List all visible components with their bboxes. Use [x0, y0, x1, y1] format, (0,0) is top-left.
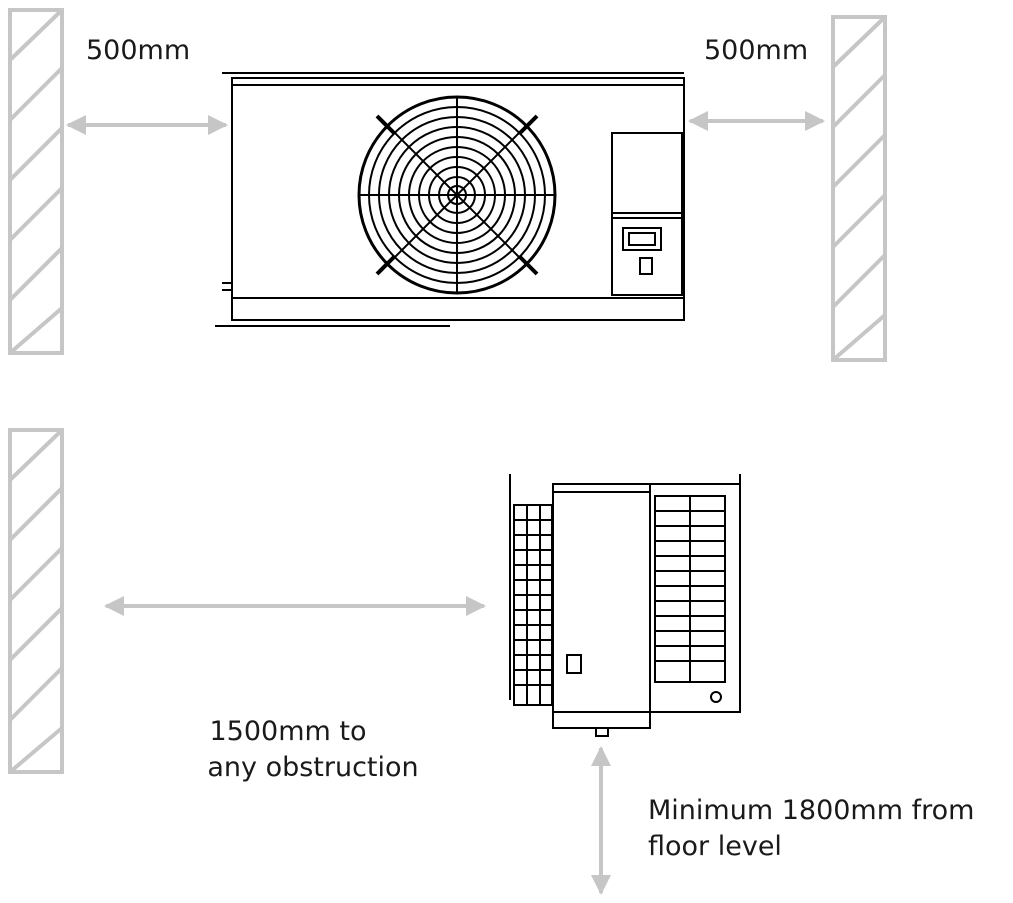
condensing-unit-front-view — [215, 72, 685, 327]
wall-top-left — [8, 8, 64, 355]
floor-clearance-label-line1: Minimum 1800mm from — [648, 795, 975, 826]
left-clearance-label: 500mm — [86, 35, 191, 66]
right-clearance-label: 500mm — [704, 35, 809, 66]
floor-clearance-label-line2: floor level — [648, 831, 782, 862]
wall-bottom-left — [8, 428, 64, 774]
condensing-unit-side-view — [509, 474, 741, 737]
wall-top-right — [831, 15, 887, 362]
front-clearance-label-line1: 1500mm to — [209, 716, 367, 747]
front-clearance-label-line2: any obstruction — [207, 752, 419, 783]
louvre-grille — [654, 495, 726, 683]
fan-grille-icon — [357, 95, 557, 295]
coil-fins — [513, 504, 553, 706]
